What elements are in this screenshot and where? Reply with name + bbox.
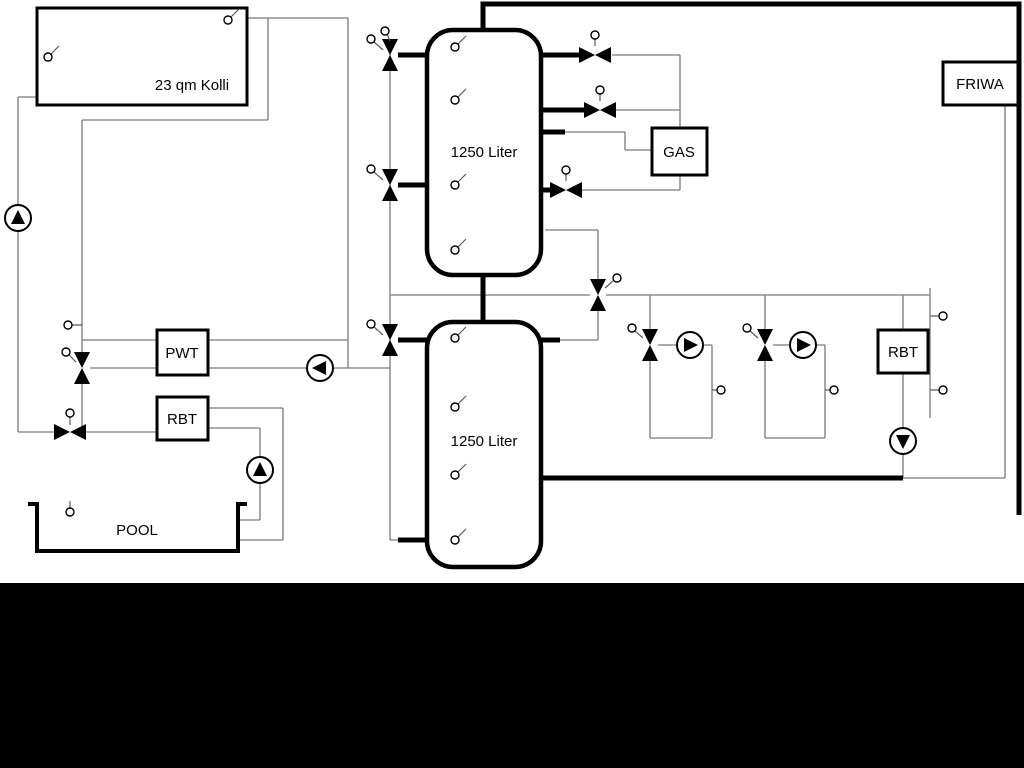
- three-way-valve-icon: [579, 47, 611, 63]
- temp-sensor-icon: [595, 85, 605, 95]
- temp-sensor-icon: [590, 30, 600, 40]
- three-way-valve-icon: [590, 279, 606, 311]
- rbt-right-box: [876, 328, 930, 375]
- rbt-right-label: RBT: [888, 344, 918, 361]
- gas-label: GAS: [663, 144, 695, 161]
- buffer-tank-top: [424, 27, 544, 278]
- schematic-canvas: 23 qm Kolli 1250 Liter 1250 Liter PWT RB…: [4, 1, 1022, 570]
- pwt-label: PWT: [165, 345, 198, 362]
- three-way-valve-icon: [382, 169, 398, 201]
- temp-sensor-icon: [450, 42, 460, 52]
- three-way-valve-icon: [584, 102, 616, 118]
- letterbox-bar: [0, 583, 1024, 768]
- temp-sensor-icon: [938, 311, 948, 321]
- collector-label: 23 qm Kolli: [155, 77, 229, 94]
- tank-bottom-label: 1250 Liter: [451, 433, 518, 450]
- temp-sensor-icon: [450, 180, 460, 190]
- pump-icon: [676, 331, 704, 359]
- temp-sensor-icon: [223, 15, 233, 25]
- pipes-thin: [17, 17, 1006, 541]
- temp-sensor-icon: [43, 52, 53, 62]
- buffer-tank-bottom: [424, 319, 544, 570]
- temp-sensor-icon: [829, 385, 839, 395]
- friwa-label: FRIWA: [956, 76, 1004, 93]
- pump-icon: [789, 331, 817, 359]
- pool-label: POOL: [116, 522, 158, 539]
- temp-sensor-icon: [716, 385, 726, 395]
- temp-sensor-icon: [366, 34, 376, 44]
- temp-sensor-icon: [627, 323, 637, 333]
- three-way-valve-icon: [550, 182, 582, 198]
- pump-icon: [306, 354, 334, 382]
- temp-sensor-icon: [366, 164, 376, 174]
- tank-top-label: 1250 Liter: [451, 144, 518, 161]
- pump-icon: [889, 427, 917, 455]
- three-way-valve-icon: [74, 352, 90, 384]
- rbt-left-box: [155, 395, 210, 442]
- three-way-valve-icon: [642, 329, 658, 361]
- temp-sensor-icon: [450, 333, 460, 343]
- friwa-station-box: [941, 60, 1020, 107]
- temp-sensor-icon: [742, 323, 752, 333]
- pool-basin: [28, 502, 247, 553]
- temp-sensor-icon: [938, 385, 948, 395]
- temp-sensor-icon: [380, 26, 390, 36]
- pipes-thick: [398, 1, 1022, 543]
- temp-sensor-icon: [63, 320, 73, 330]
- pump-icon: [246, 456, 274, 484]
- temp-sensor-icon: [65, 408, 75, 418]
- three-way-valve-icon: [382, 39, 398, 71]
- temp-sensor-icon: [450, 402, 460, 412]
- temp-sensor-icon: [450, 470, 460, 480]
- gas-boiler-box: [650, 126, 709, 177]
- temp-sensor-icon: [366, 319, 376, 329]
- temp-sensor-icon: [561, 165, 571, 175]
- temp-sensor-icon: [61, 347, 71, 357]
- solar-collector-box: [35, 6, 249, 107]
- temp-sensor-icon: [450, 535, 460, 545]
- three-way-valve-icon: [54, 424, 86, 440]
- temp-sensor-icon: [612, 273, 622, 283]
- pwt-heat-exchanger-box: [155, 328, 210, 377]
- pump-icon: [4, 204, 32, 232]
- temp-sensor-icon: [450, 245, 460, 255]
- temp-sensor-icon: [450, 95, 460, 105]
- rbt-left-label: RBT: [167, 411, 197, 428]
- three-way-valve-icon: [382, 324, 398, 356]
- three-way-valve-icon: [757, 329, 773, 361]
- sensor-stems: [50, 8, 939, 538]
- temp-sensor-icon: [65, 507, 75, 517]
